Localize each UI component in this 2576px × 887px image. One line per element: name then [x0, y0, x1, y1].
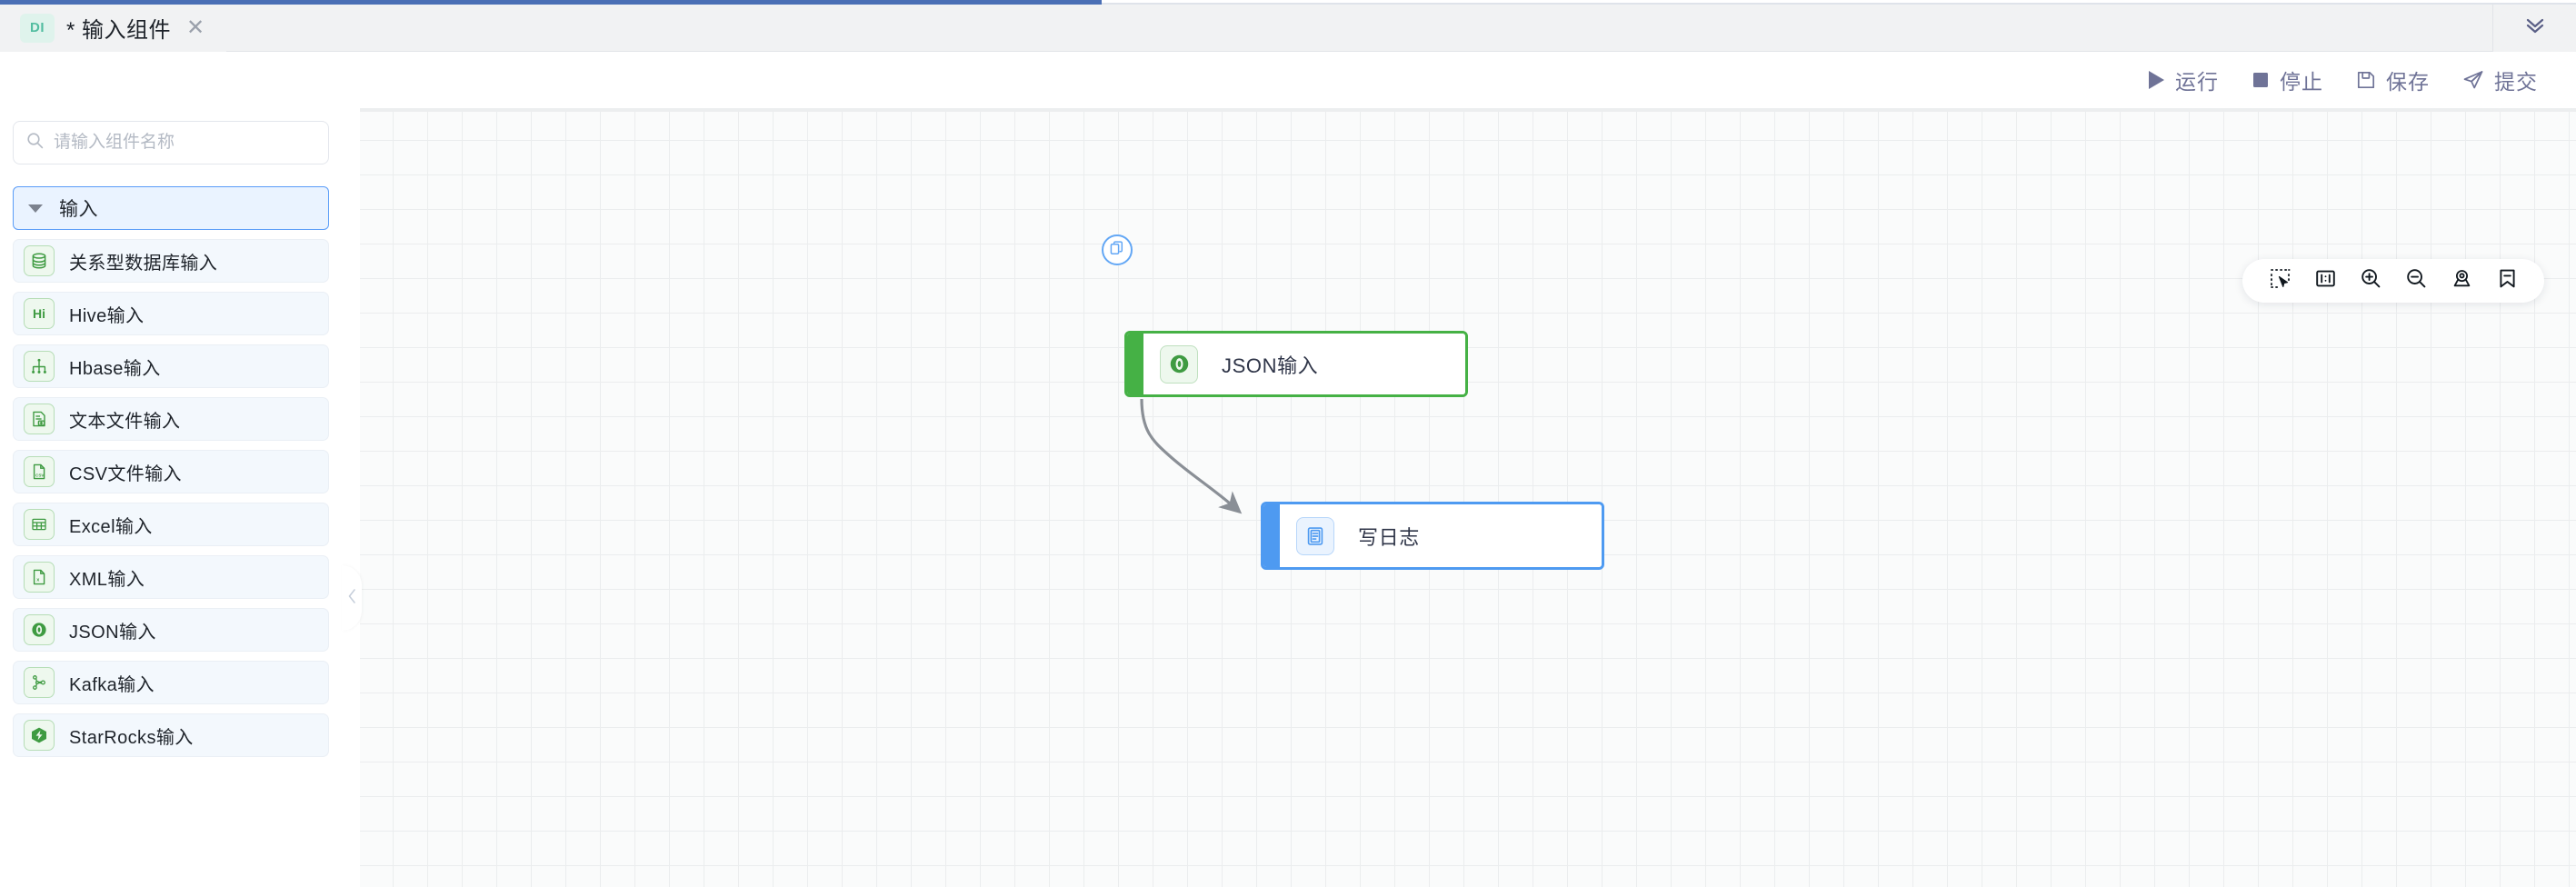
component-label: Excel输入 [69, 516, 153, 537]
component-list: 关系型数据库输入 Hi Hive输入 Hbase输入 [13, 239, 329, 757]
node-write-log[interactable]: 写日志 [1261, 502, 1604, 570]
sidebar-divider [342, 108, 360, 887]
save-button[interactable]: 保存 [2356, 65, 2430, 95]
action-toolbar: 运行 停止 保存 提交 [0, 52, 2576, 108]
run-button[interactable]: 运行 [2147, 65, 2219, 95]
component-label: Hive输入 [69, 305, 145, 326]
submit-label: 提交 [2494, 70, 2538, 94]
double-chevron-down-icon [2521, 15, 2549, 40]
kafka-icon [24, 667, 55, 698]
selection-box-tool[interactable] [2257, 259, 2302, 303]
stop-square-icon [2252, 71, 2270, 89]
component-item-kafka[interactable]: Kafka输入 [13, 661, 329, 704]
zoom-out-tool[interactable] [2393, 259, 2439, 303]
database-icon [24, 245, 55, 276]
flow-canvas[interactable]: JSON输入 写日志 [360, 108, 2576, 887]
bookmark-tool[interactable] [2484, 259, 2530, 303]
component-label: 关系型数据库输入 [69, 253, 218, 274]
tab-input-component[interactable]: DI * 输入组件 ✕ [0, 4, 227, 52]
component-item-json[interactable]: JSON输入 [13, 608, 329, 652]
component-label: JSON输入 [69, 622, 156, 643]
submit-button[interactable]: 提交 [2462, 65, 2538, 95]
excel-grid-icon [24, 509, 55, 540]
component-label: Kafka输入 [69, 674, 155, 695]
copy-icon [1109, 240, 1125, 261]
log-list-icon [1296, 516, 1334, 555]
component-label: 文本文件输入 [69, 411, 181, 432]
play-icon [2147, 70, 2165, 90]
svg-text:x: x [36, 578, 40, 583]
window-top-accent [0, 0, 1102, 5]
component-item-text-file[interactable]: 文本文件输入 [13, 397, 329, 441]
zoom-out-icon [2405, 267, 2428, 294]
node-body: 写日志 [1280, 504, 1602, 567]
fit-one-to-one-tool[interactable] [2302, 259, 2348, 303]
node-label: 写日志 [1358, 525, 1420, 549]
edge-json-to-log[interactable] [1140, 398, 1243, 514]
hive-icon: Hi [24, 298, 55, 329]
json-icon [1160, 344, 1198, 384]
component-item-excel[interactable]: Excel输入 [13, 503, 329, 546]
search-wrapper [13, 121, 329, 164]
chevron-left-icon [347, 588, 357, 609]
one-to-one-icon [2314, 267, 2337, 294]
collapse-all-tabs-button[interactable] [2492, 4, 2576, 52]
node-label: JSON输入 [1222, 354, 1319, 377]
save-label: 保存 [2386, 70, 2430, 94]
tab-type-badge: DI [20, 13, 55, 43]
save-disk-icon [2356, 70, 2376, 90]
window-top-divider [0, 3, 2576, 5]
category-header-input[interactable]: 输入 [13, 186, 329, 230]
caret-down-icon[interactable] [28, 204, 43, 213]
hbase-icon [24, 351, 55, 382]
component-item-starrocks[interactable]: StarRocks输入 [13, 713, 329, 757]
svg-text:CSV: CSV [35, 473, 45, 477]
category-label: 输入 [59, 199, 98, 220]
json-icon [24, 614, 55, 645]
tab-bar: DI * 输入组件 ✕ [0, 4, 2576, 52]
component-item-xml[interactable]: x XML输入 [13, 555, 329, 599]
component-item-hive[interactable]: Hi Hive输入 [13, 292, 329, 335]
component-item-hbase[interactable]: Hbase输入 [13, 344, 329, 388]
starrocks-icon [24, 720, 55, 751]
component-item-csv-file[interactable]: CSV CSV文件输入 [13, 450, 329, 493]
tab-title: * 输入组件 [66, 18, 172, 43]
component-sidebar: 输入 关系型数据库输入 Hi Hive输入 [0, 108, 342, 887]
node-body: JSON输入 [1143, 334, 1465, 394]
text-file-icon [24, 404, 55, 434]
bookmark-icon [2496, 267, 2519, 294]
component-label: StarRocks输入 [69, 727, 194, 748]
node-json-input[interactable]: JSON输入 [1124, 331, 1468, 397]
search-input[interactable] [54, 133, 315, 153]
canvas-toolbar [2242, 259, 2544, 303]
zoom-in-icon [2360, 267, 2382, 294]
locate-icon [2451, 267, 2473, 294]
run-label: 运行 [2175, 70, 2219, 94]
xml-file-icon: x [24, 562, 55, 593]
send-plane-icon [2462, 70, 2484, 90]
close-icon[interactable]: ✕ [186, 15, 205, 40]
node-accent-bar [1127, 334, 1143, 394]
zoom-in-tool[interactable] [2348, 259, 2393, 303]
stop-label: 停止 [2280, 70, 2323, 94]
selection-cursor-icon [2269, 267, 2291, 294]
edge-layer [1140, 398, 1243, 514]
node-accent-bar [1263, 504, 1280, 567]
search-icon [26, 132, 44, 154]
fit-view-tool[interactable] [2439, 259, 2484, 303]
canvas-top-edge [360, 108, 2576, 112]
csv-file-icon: CSV [24, 456, 55, 487]
component-label: CSV文件输入 [69, 463, 182, 484]
component-label: Hbase输入 [69, 358, 161, 379]
edge-copy-badge[interactable] [1102, 234, 1133, 265]
search-box[interactable] [13, 121, 329, 164]
sidebar-collapse-handle[interactable] [342, 565, 362, 631]
component-item-relational-db[interactable]: 关系型数据库输入 [13, 239, 329, 283]
stop-button[interactable]: 停止 [2252, 65, 2323, 95]
component-label: XML输入 [69, 569, 145, 590]
